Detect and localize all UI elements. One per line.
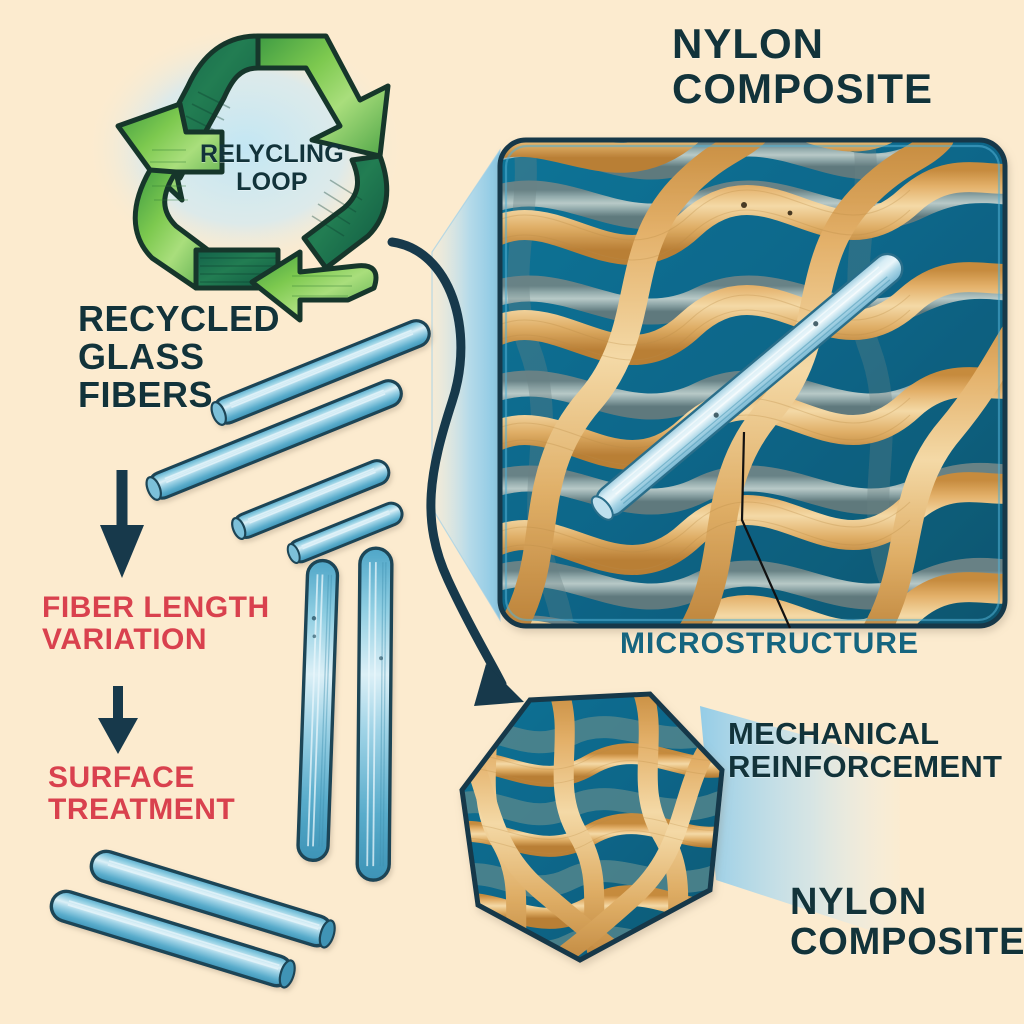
down-arrow-1 [100, 470, 144, 578]
down-arrow-2 [98, 686, 138, 754]
glass-fiber-rods [49, 319, 431, 989]
microstructure-leader-line [740, 431, 792, 629]
recycling-loop-icon[interactable] [115, 33, 391, 323]
mechanical-reinforcement-label: MECHANICAL REINFORCEMENT [728, 716, 1003, 784]
microstructure-panel[interactable] [470, 111, 1024, 700]
flow-arrows [98, 237, 524, 754]
fiber-length-variation-label: FIBER LENGTH VARIATION [42, 591, 270, 656]
microstructure-label: MICROSTRUCTURE [620, 627, 919, 660]
curved-arrow [387, 237, 524, 706]
nylon-composite-bottom-label: NYLON COMPOSITE [790, 881, 1024, 964]
glass-rod-inclusion [590, 252, 904, 521]
zoom-beam-left [431, 148, 501, 623]
recycled-glass-fibers-label: RECYCLED GLASS FIBERS [78, 298, 281, 416]
nylon-composite-title: NYLON COMPOSITE [672, 20, 934, 112]
recycling-loop-label: RELYCLING LOOP [200, 140, 344, 196]
surface-treatment-label: SURFACE TREATMENT [48, 761, 236, 826]
zoom-beam-right [700, 706, 900, 940]
